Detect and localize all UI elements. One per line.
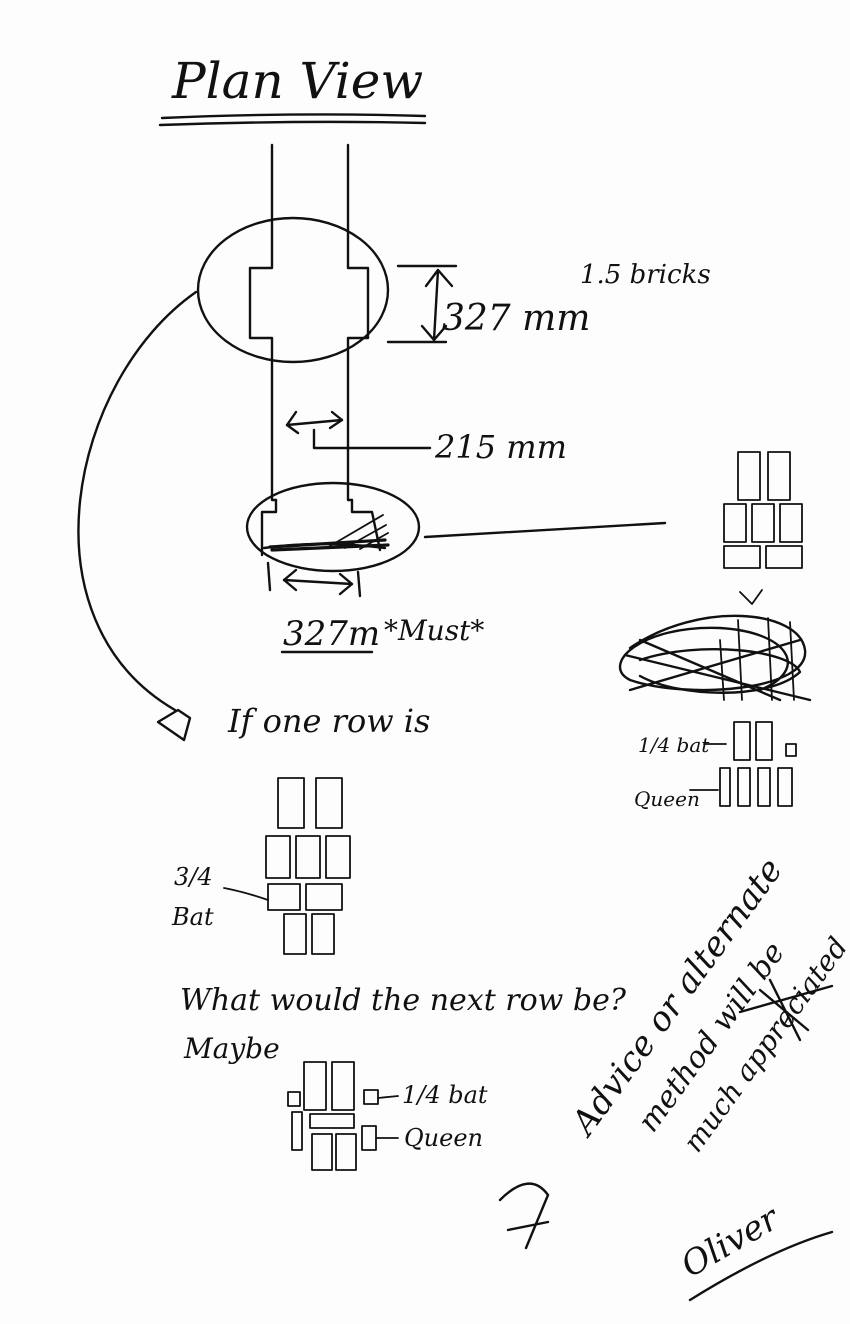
dim-327-must-label: 327m	[283, 614, 380, 654]
diagonal-note: Advice or alternate method will be much …	[562, 851, 850, 1158]
connector-right	[423, 521, 667, 539]
signature-block: Oliver	[675, 1198, 834, 1302]
dim-327-label: 327 mm	[442, 298, 590, 339]
dimension-327-must	[266, 561, 374, 654]
signature-underline	[688, 1230, 834, 1302]
signature: Oliver	[675, 1198, 788, 1286]
queen-right-label: Queen	[634, 787, 700, 811]
queen-bottom-label: Queen	[404, 1124, 483, 1152]
three-quarter-label: 3/4	[174, 863, 213, 891]
right-brick-bond	[723, 451, 803, 605]
doodle-top-right	[738, 978, 834, 1042]
if-one-row-label: If one row is	[227, 702, 430, 740]
left-brick-bond	[223, 777, 351, 955]
title-underline-1	[160, 113, 427, 120]
bricks-label: 1.5 bricks	[580, 260, 711, 290]
bottom-brick-bond	[287, 1061, 399, 1171]
bottom-detail-circle	[245, 481, 421, 573]
end-hatching	[268, 514, 390, 552]
title: Plan View	[171, 52, 423, 110]
question-label: What would the next row be?	[180, 983, 627, 1018]
bat-label: Bat	[171, 903, 214, 931]
quarter-bat-right-label: 1/4 bat	[638, 733, 710, 757]
wall-plan-outline	[248, 143, 387, 557]
dim-215-label: 215 mm	[434, 428, 567, 466]
dimension-327	[386, 264, 458, 344]
must-label: *Must*	[384, 614, 484, 647]
title-underline-2	[158, 120, 427, 127]
right-bottom-bricks	[689, 721, 797, 807]
curved-arrow	[77, 290, 198, 712]
scribble	[618, 614, 812, 702]
maybe-label: Maybe	[183, 1032, 280, 1065]
top-detail-circle	[196, 216, 390, 364]
doodle-bottom-left	[498, 1182, 550, 1250]
curved-arrow-head	[156, 708, 192, 742]
dimension-215	[285, 410, 432, 450]
quarter-bat-bottom-label: 1/4 bat	[402, 1081, 488, 1109]
